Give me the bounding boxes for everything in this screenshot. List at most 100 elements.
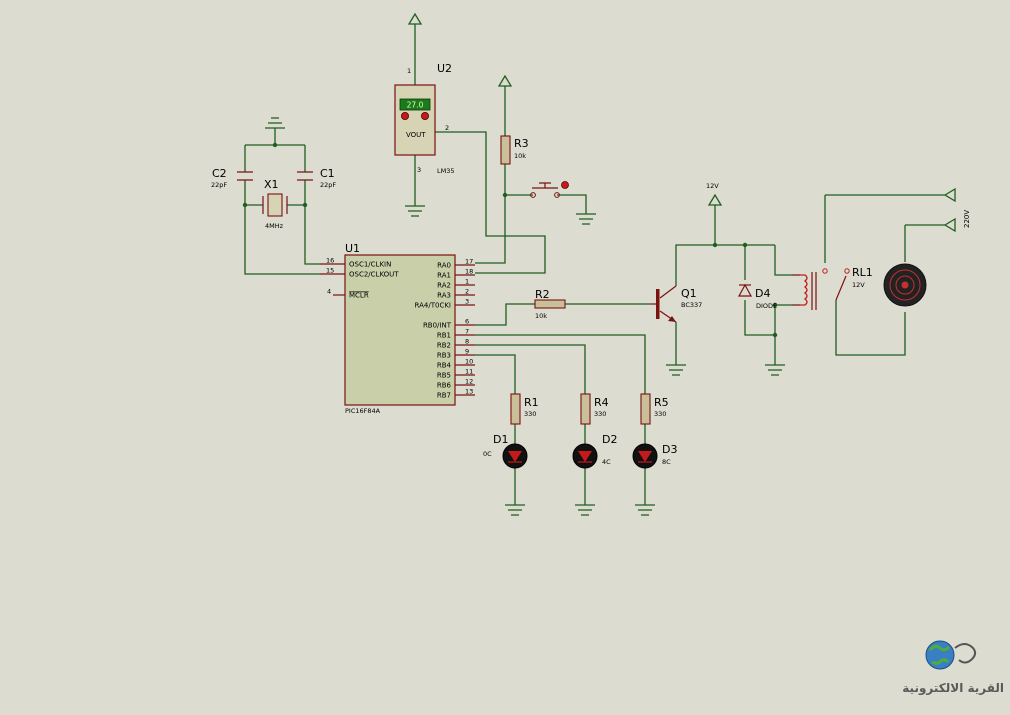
u1-right-pins: 17RA018RA11RA22RA33RA4/T0CKI6RB0/INT7RB1… bbox=[415, 258, 475, 400]
u2-part: LM35 bbox=[437, 167, 455, 175]
d3-val: 8C bbox=[662, 458, 671, 466]
pin-number: 6 bbox=[465, 318, 469, 326]
ground-icon bbox=[576, 213, 596, 225]
supply-12v-label: 12V bbox=[706, 182, 719, 190]
resistor-r4[interactable]: R4 330 bbox=[580, 393, 609, 425]
ground-icon bbox=[765, 364, 785, 376]
pin-number: 10 bbox=[465, 358, 473, 366]
pin-name: RA4/T0CKI bbox=[415, 302, 451, 310]
relay-rl1[interactable]: RL1 12V bbox=[792, 266, 873, 310]
pin-number: 7 bbox=[465, 328, 469, 336]
temperature-readout: 27.0 bbox=[407, 101, 424, 110]
pin-name: RB4 bbox=[437, 362, 452, 370]
pin-name: OSC1/CLKIN bbox=[349, 261, 391, 269]
resistor-r3[interactable]: R3 10k bbox=[500, 135, 529, 165]
d1-val: 0C bbox=[483, 450, 492, 458]
temperature-display bbox=[399, 98, 431, 111]
d4-ref: D4 bbox=[755, 287, 770, 300]
led-d2[interactable]: D2 4C bbox=[572, 433, 617, 469]
resistor-r5[interactable]: R5 330 bbox=[640, 393, 669, 425]
motor-load[interactable] bbox=[883, 263, 927, 307]
r3-ref: R3 bbox=[514, 137, 529, 150]
led-d1[interactable]: D1 0C bbox=[483, 433, 528, 469]
logo-text: القرية الالكترونية bbox=[902, 681, 1004, 696]
terminal-arrow-icon bbox=[943, 187, 956, 203]
resistor-r1[interactable]: R1 330 bbox=[510, 393, 539, 425]
pin-number: 16 bbox=[326, 257, 334, 265]
q1-ref: Q1 bbox=[681, 287, 697, 300]
u2-pin2: 2 bbox=[445, 124, 449, 132]
x1-val: 4MHz bbox=[265, 222, 284, 230]
capacitor-c2[interactable]: C2 22pF bbox=[211, 167, 253, 189]
c1-ref: C1 bbox=[320, 167, 335, 180]
capacitor-c1[interactable]: C1 22pF bbox=[297, 167, 336, 189]
button-actuator-icon bbox=[561, 181, 569, 189]
pin-name: RA0 bbox=[437, 262, 451, 270]
pin-name: RB3 bbox=[437, 352, 451, 360]
lm35-sensor[interactable]: 27.0 VOUT U2 LM35 1 2 3 bbox=[394, 62, 455, 175]
pin-name: MCLR bbox=[349, 292, 369, 300]
d1-ref: D1 bbox=[493, 433, 508, 446]
ground-icon bbox=[505, 504, 525, 516]
rl1-ref: RL1 bbox=[852, 266, 873, 279]
u2-vout-label: VOUT bbox=[406, 131, 426, 139]
pin-number: 2 bbox=[465, 288, 469, 296]
u2-ref: U2 bbox=[437, 62, 452, 75]
pin-number: 12 bbox=[465, 378, 473, 386]
d3-ref: D3 bbox=[662, 443, 677, 456]
site-logo: القرية الالكترونية bbox=[902, 640, 1004, 696]
pin-number: 17 bbox=[465, 258, 473, 266]
u2-pin1: 1 bbox=[407, 67, 411, 75]
pin-number: 13 bbox=[465, 388, 473, 396]
r5-val: 330 bbox=[654, 410, 666, 418]
r3-val: 10k bbox=[514, 152, 526, 160]
increase-button-icon bbox=[420, 112, 429, 121]
power-arrow-icon bbox=[497, 74, 513, 87]
q1-val: BC337 bbox=[681, 301, 702, 309]
r1-ref: R1 bbox=[524, 396, 539, 409]
pin-number: 1 bbox=[465, 278, 469, 286]
globe-icon bbox=[925, 640, 955, 670]
power-arrow-icon bbox=[407, 12, 423, 25]
pin-number: 15 bbox=[326, 267, 334, 275]
pin-name: RB6 bbox=[437, 382, 452, 390]
pin-name: RB5 bbox=[437, 372, 451, 380]
decrease-button-icon bbox=[400, 112, 409, 121]
pin-name: RA3 bbox=[437, 292, 451, 300]
led-d3[interactable]: D3 8C bbox=[632, 443, 677, 469]
d4-val: DIODE bbox=[756, 302, 777, 310]
pushbutton-switch[interactable] bbox=[530, 181, 569, 198]
pin-name: RB1 bbox=[437, 332, 451, 340]
r2-val: 10k bbox=[535, 312, 547, 320]
d2-val: 4C bbox=[602, 458, 611, 466]
ground-icon bbox=[405, 205, 425, 217]
power-symbols bbox=[407, 12, 956, 233]
x1-ref: X1 bbox=[264, 178, 279, 191]
resistor-r2[interactable]: R2 10k bbox=[534, 288, 566, 320]
pin-number: 3 bbox=[465, 298, 469, 306]
transistor-q1[interactable]: Q1 BC337 bbox=[650, 285, 702, 323]
supply-220v-label: 220V bbox=[963, 210, 971, 228]
pin-name: RB7 bbox=[437, 392, 451, 400]
pin-name: RB0/INT bbox=[423, 322, 452, 330]
diode-d4[interactable]: D4 DIODE bbox=[737, 283, 777, 310]
crystal-x1[interactable]: X1 4MHz bbox=[262, 178, 288, 230]
ground-icon bbox=[265, 117, 285, 129]
c2-ref: C2 bbox=[212, 167, 227, 180]
